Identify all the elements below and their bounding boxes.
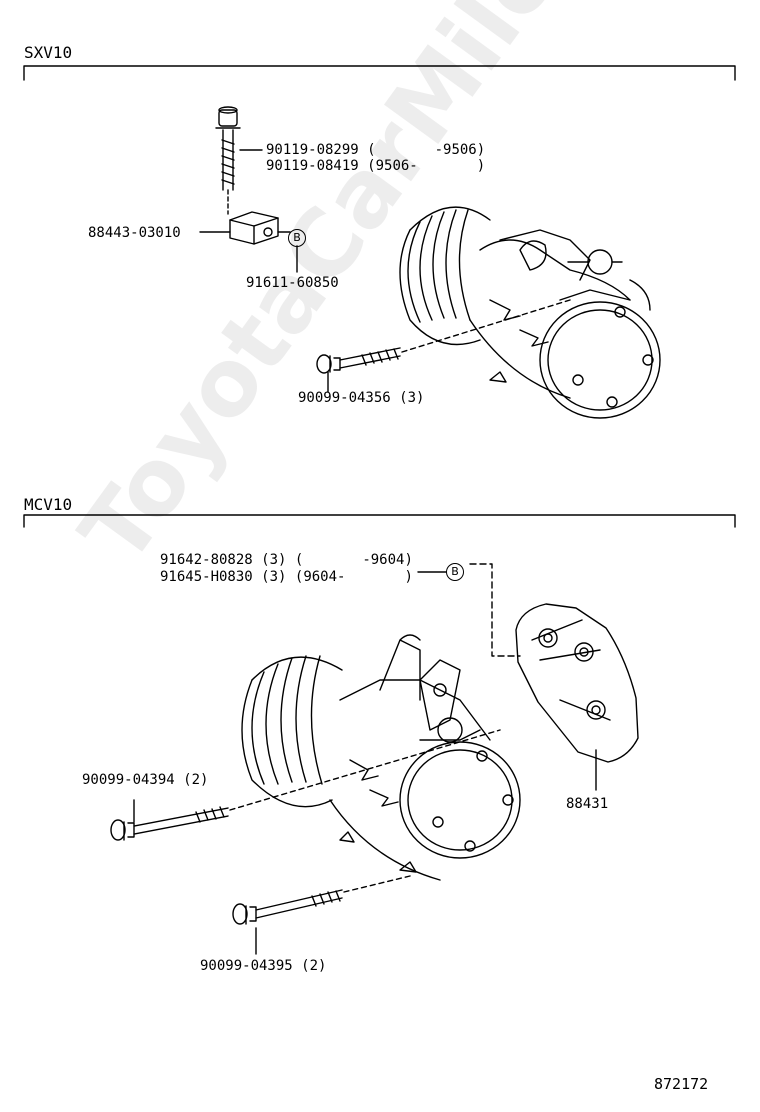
part-number: 91642-80828 — [160, 552, 253, 568]
part-number: 91645-H0830 — [160, 569, 253, 585]
compressor-mcv10-drawing — [241, 634, 521, 881]
ref-mark-b: B — [446, 563, 464, 581]
sxv10-frame — [23, 65, 736, 81]
part-label-90119-08419: 90119-08419 (9506- ) — [266, 158, 485, 174]
part-range: ( -9604) — [294, 552, 413, 568]
leader-b2 — [469, 563, 521, 657]
part-label-90119-08299: 90119-08299 ( -9506) — [266, 142, 485, 158]
part-qty: (3) — [261, 569, 287, 585]
part-label-91642-80828: 91642-80828 (3) ( -9604) — [160, 552, 413, 568]
part-qty: (2) — [301, 958, 327, 974]
part-number: 90099-04394 — [82, 772, 175, 788]
part-number: 90119-08419 — [266, 158, 359, 174]
block-88443-drawing — [229, 211, 279, 245]
part-range: (9506- ) — [367, 158, 486, 174]
bolt-90099-04395-drawing — [232, 875, 411, 925]
part-label-90099-04356: 90099-04356 (3) — [298, 390, 424, 406]
bracket-88431-drawing — [515, 603, 639, 763]
part-range: ( -9506) — [367, 142, 486, 158]
mcv10-frame — [23, 514, 736, 528]
part-label-91645-h0830: 91645-H0830 (3) (9604- ) — [160, 569, 413, 585]
part-label-88443-03010: 88443-03010 — [88, 225, 181, 241]
ref-mark-b: B — [288, 229, 306, 247]
part-range: (9604- ) — [294, 569, 413, 585]
part-label-88431: 88431 — [566, 796, 609, 812]
bolt-90119-drawing — [215, 106, 241, 215]
bolt-90099-04356-drawing — [316, 299, 571, 374]
part-label-91611-60850: 91611-60850 — [246, 275, 339, 291]
diagram-id: 872172 — [654, 1075, 709, 1093]
part-number: 90099-04356 — [298, 390, 391, 406]
part-qty: (3) — [261, 552, 287, 568]
part-qty: (2) — [183, 772, 209, 788]
part-qty: (3) — [399, 390, 425, 406]
section-title-mcv10: MCV10 — [24, 495, 73, 514]
part-label-90099-04394: 90099-04394 (2) — [82, 772, 208, 788]
compressor-sxv10-drawing — [399, 206, 661, 419]
part-label-90099-04395: 90099-04395 (2) — [200, 958, 326, 974]
section-title-sxv10: SXV10 — [24, 43, 73, 62]
bolt-90099-04394-drawing — [110, 729, 501, 841]
part-number: 90099-04395 — [200, 958, 293, 974]
part-number: 90119-08299 — [266, 142, 359, 158]
